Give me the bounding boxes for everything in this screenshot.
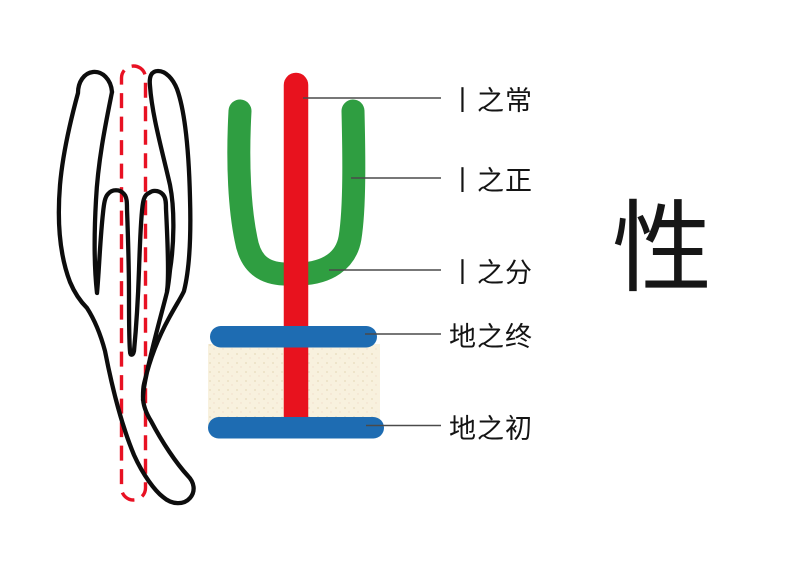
- ground-bar-lower: [208, 417, 384, 439]
- sprout-diagram-group: [208, 72, 384, 439]
- ground-bar-upper: [210, 326, 377, 348]
- annotation-stem-upright: 丨之正: [449, 165, 533, 196]
- dashed-stem-guide: [119, 64, 148, 502]
- annotation-stem-branching: 丨之分: [449, 257, 533, 288]
- glyph-inner-prongs: [92, 89, 171, 357]
- annotation-earth-beginning: 地之初: [449, 413, 533, 444]
- big-character-xing: 性: [612, 194, 712, 305]
- glyph-outer-contour: [56, 68, 196, 506]
- seal-script-glyph-group: [56, 64, 196, 506]
- pointer-lines-group: [303, 97, 441, 427]
- annotation-earth-end: 地之终: [449, 321, 533, 352]
- annotation-stem-constant: 丨之常: [449, 85, 533, 116]
